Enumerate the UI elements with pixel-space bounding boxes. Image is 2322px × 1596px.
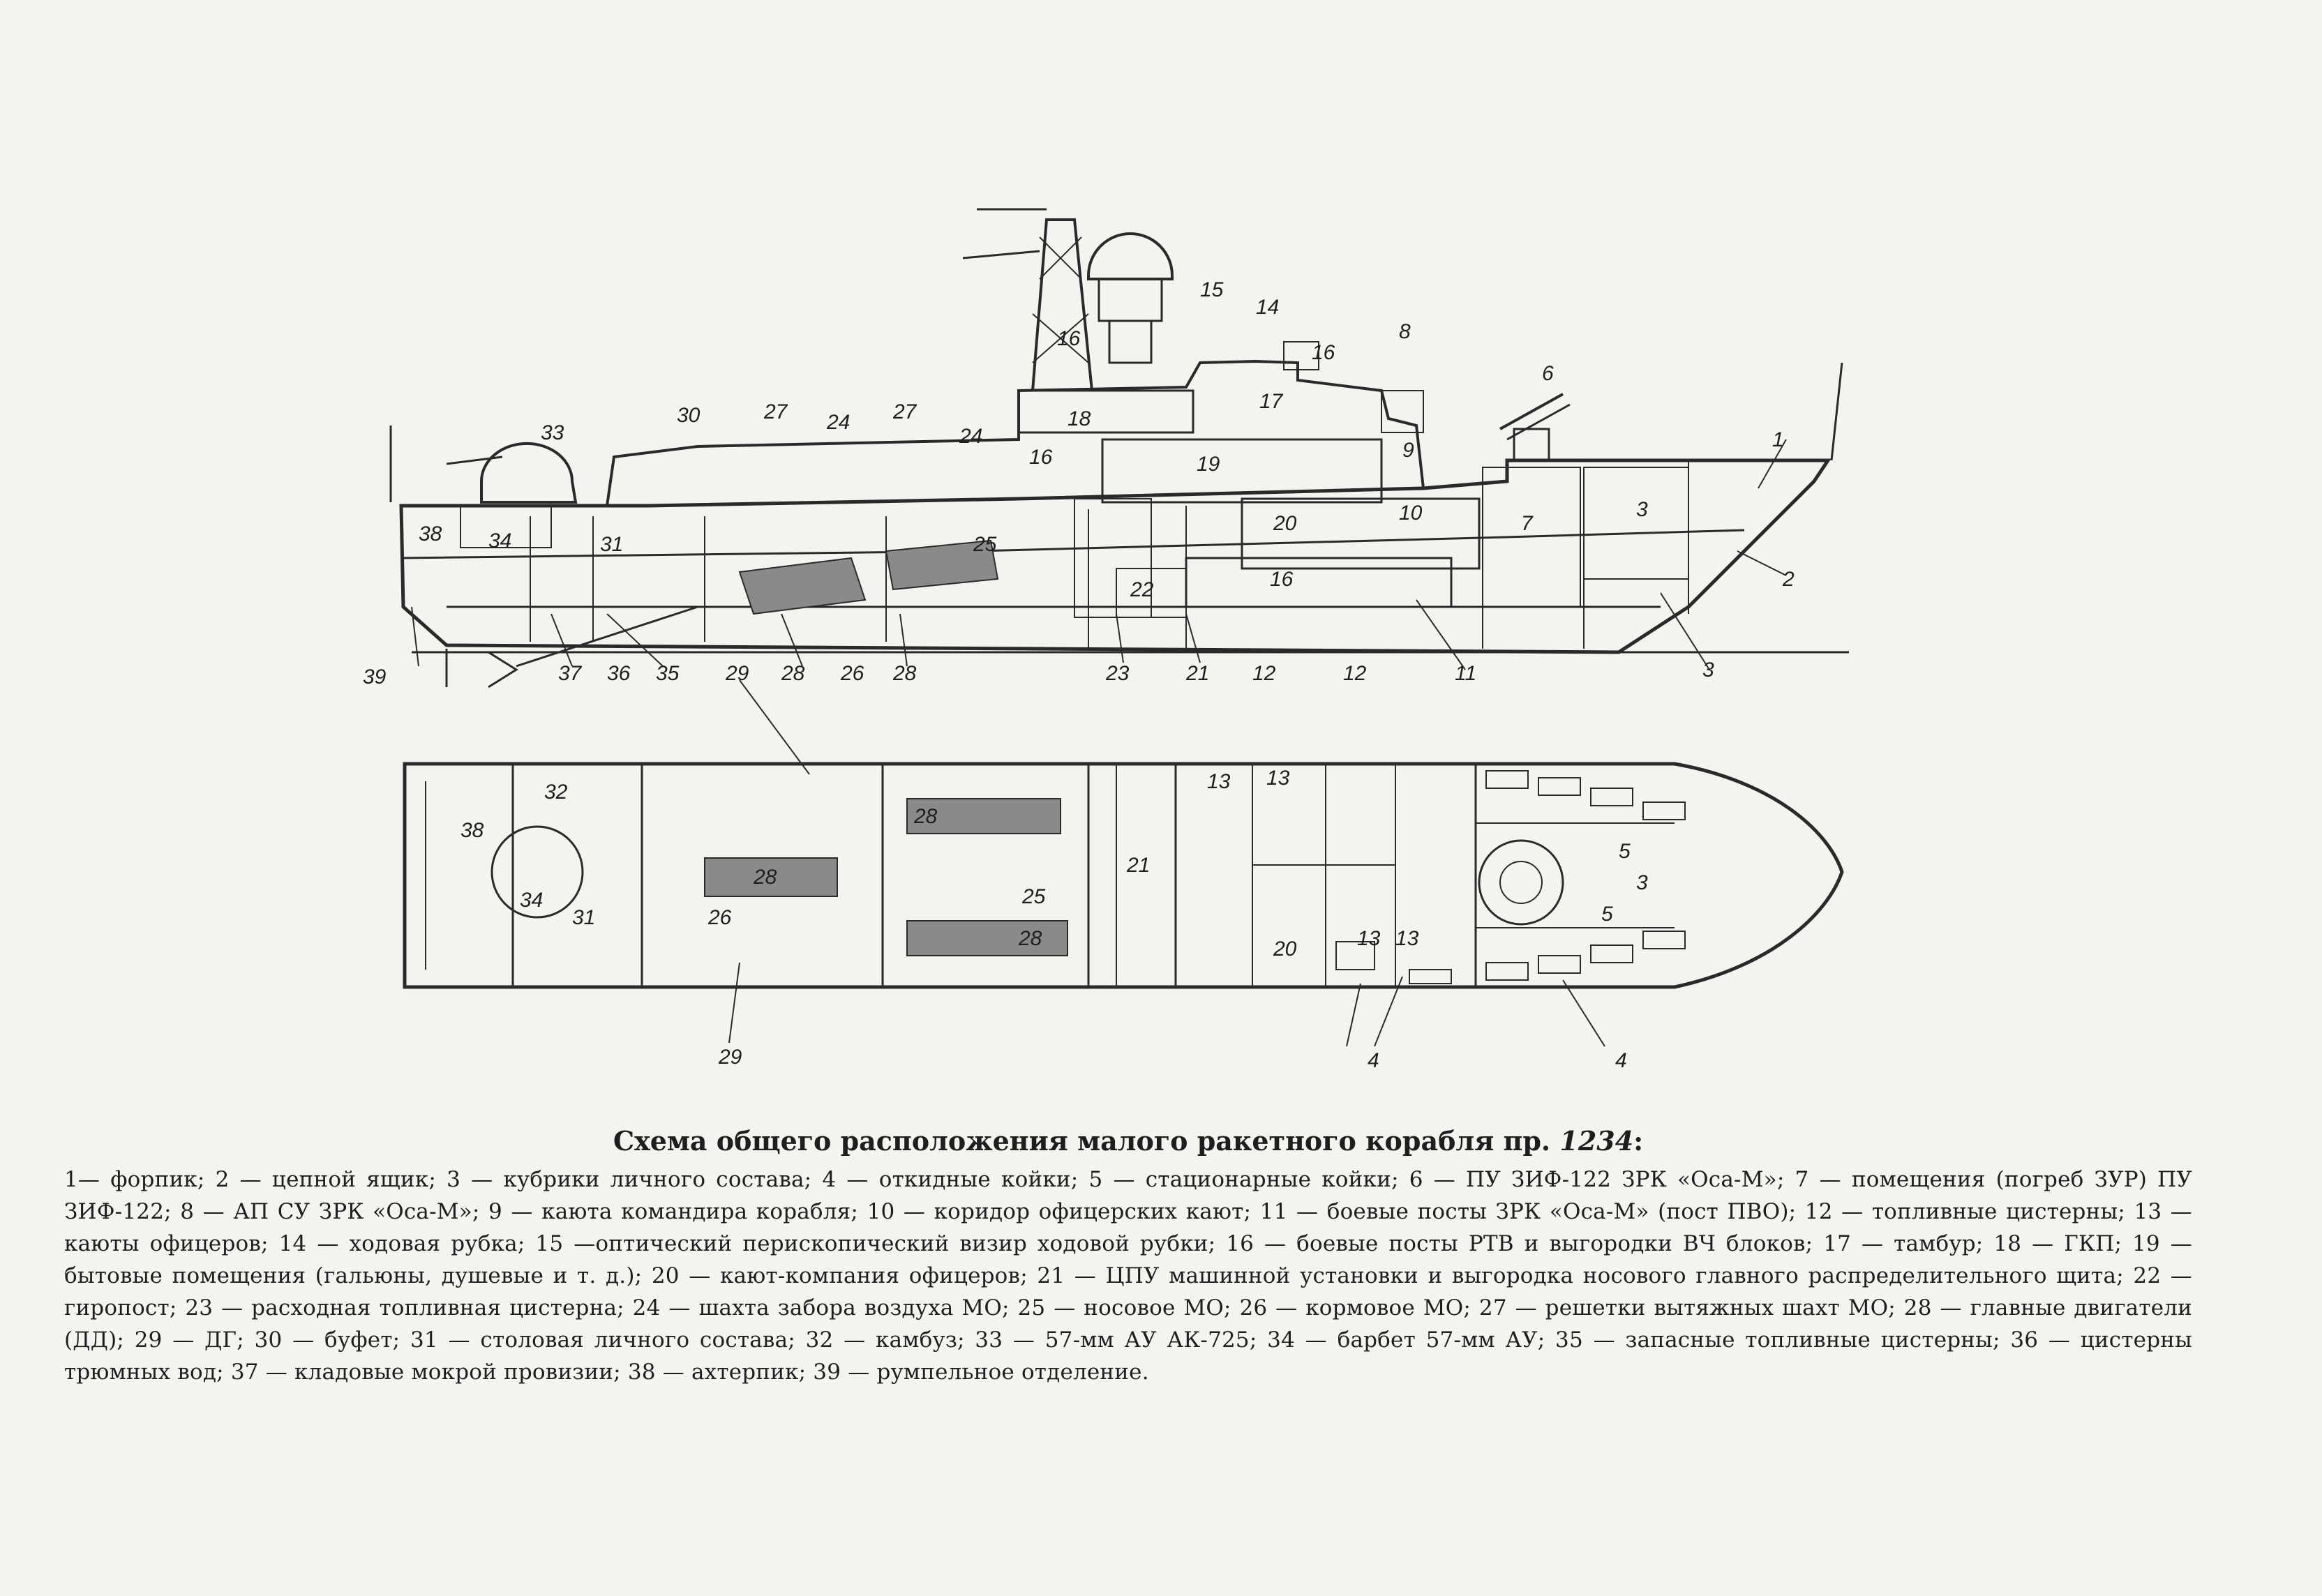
- label-32: 32: [544, 781, 568, 804]
- label-31: 31: [572, 906, 595, 929]
- mast: [962, 208, 1093, 391]
- label-38: 38: [419, 522, 442, 545]
- superstructure: [606, 341, 1689, 618]
- label-25: 25: [1021, 885, 1046, 908]
- label-23: 23: [1105, 662, 1130, 685]
- label-11: 11: [1455, 662, 1476, 685]
- label-4: 4: [1368, 1049, 1379, 1072]
- label-16: 16: [1057, 327, 1081, 350]
- label-35: 35: [656, 662, 680, 685]
- label-28: 28: [892, 662, 917, 685]
- label-24: 24: [826, 411, 850, 434]
- label-2: 2: [1782, 568, 1795, 591]
- label-7: 7: [1521, 512, 1534, 535]
- label-29: 29: [725, 662, 749, 685]
- gun-barbette: [490, 825, 584, 919]
- label-36: 36: [607, 662, 631, 685]
- label-28: 28: [753, 866, 777, 889]
- label-37: 37: [558, 662, 583, 685]
- label-33: 33: [541, 421, 564, 444]
- label-30: 30: [677, 404, 701, 427]
- main-engine-fwd: [885, 539, 999, 591]
- figure-caption: Схема общего расположения малого ракетно…: [64, 1122, 2192, 1388]
- label-20: 20: [1273, 512, 1297, 535]
- label-16: 16: [1312, 341, 1335, 364]
- label-12: 12: [1252, 662, 1276, 685]
- label-24: 24: [959, 425, 982, 448]
- label-22: 22: [1130, 578, 1154, 601]
- label-39: 39: [363, 665, 387, 688]
- missile-launcher: [1499, 393, 1571, 462]
- label-20: 20: [1273, 938, 1297, 961]
- main-engine-aft: [738, 557, 867, 615]
- label-5: 5: [1601, 903, 1613, 926]
- main-engine-plan-aft: [704, 857, 838, 897]
- label-13: 13: [1266, 767, 1290, 790]
- plan-view: 32 38 34 31 26 28 28 28 25 21 13 13 13 1…: [403, 762, 1844, 1072]
- label-10: 10: [1399, 502, 1423, 525]
- main-engine-plan-fwd-2: [906, 920, 1068, 956]
- radar-dome: [1087, 232, 1174, 364]
- main-engine-plan-fwd-1: [906, 798, 1061, 834]
- label-13: 13: [1207, 770, 1231, 793]
- side-view: 1 2 3 3 6 7 8 9 10 11 12 12 14 15 16 16 …: [363, 208, 1849, 775]
- label-15: 15: [1200, 278, 1224, 301]
- label-8: 8: [1399, 320, 1411, 343]
- label-21: 21: [1185, 662, 1209, 685]
- label-28: 28: [781, 662, 805, 685]
- label-13: 13: [1357, 927, 1381, 950]
- label-31: 31: [600, 533, 623, 556]
- label-34: 34: [488, 529, 511, 552]
- label-26: 26: [707, 906, 732, 929]
- label-14: 14: [1256, 296, 1279, 319]
- label-3: 3: [1636, 498, 1648, 521]
- label-4: 4: [1615, 1049, 1627, 1072]
- gun-turret: [389, 426, 578, 548]
- label-25: 25: [973, 533, 997, 556]
- label-1: 1: [1772, 428, 1784, 451]
- label-28: 28: [913, 805, 938, 828]
- label-12: 12: [1343, 662, 1367, 685]
- label-21: 21: [1126, 854, 1150, 877]
- label-9: 9: [1402, 439, 1414, 462]
- label-26: 26: [840, 662, 864, 685]
- label-27: 27: [763, 400, 788, 423]
- label-29: 29: [718, 1046, 742, 1069]
- label-27: 27: [892, 400, 917, 423]
- side-view-labels: 1 2 3 3 6 7 8 9 10 11 12 12 14 15 16 16 …: [363, 278, 1795, 688]
- label-18: 18: [1068, 407, 1091, 430]
- label-6: 6: [1542, 362, 1554, 385]
- label-16: 16: [1029, 446, 1053, 469]
- label-5: 5: [1619, 840, 1631, 863]
- label-16: 16: [1270, 568, 1294, 591]
- label-28: 28: [1018, 927, 1042, 950]
- label-3: 3: [1636, 871, 1648, 894]
- label-3: 3: [1702, 658, 1714, 682]
- caption-title: Схема общего расположения малого ракетно…: [613, 1125, 1644, 1157]
- label-17: 17: [1259, 390, 1284, 413]
- label-13: 13: [1395, 927, 1419, 950]
- label-34: 34: [520, 889, 543, 912]
- label-19: 19: [1197, 453, 1220, 476]
- caption-legend: 1— форпик; 2 — цепной ящик; 3 — кубрики …: [64, 1167, 2192, 1385]
- label-38: 38: [460, 819, 484, 842]
- deck-plan-outline: [403, 762, 1844, 989]
- plan-view-labels: 32 38 34 31 26 28 28 28 25 21 13 13 13 1…: [460, 767, 1648, 1072]
